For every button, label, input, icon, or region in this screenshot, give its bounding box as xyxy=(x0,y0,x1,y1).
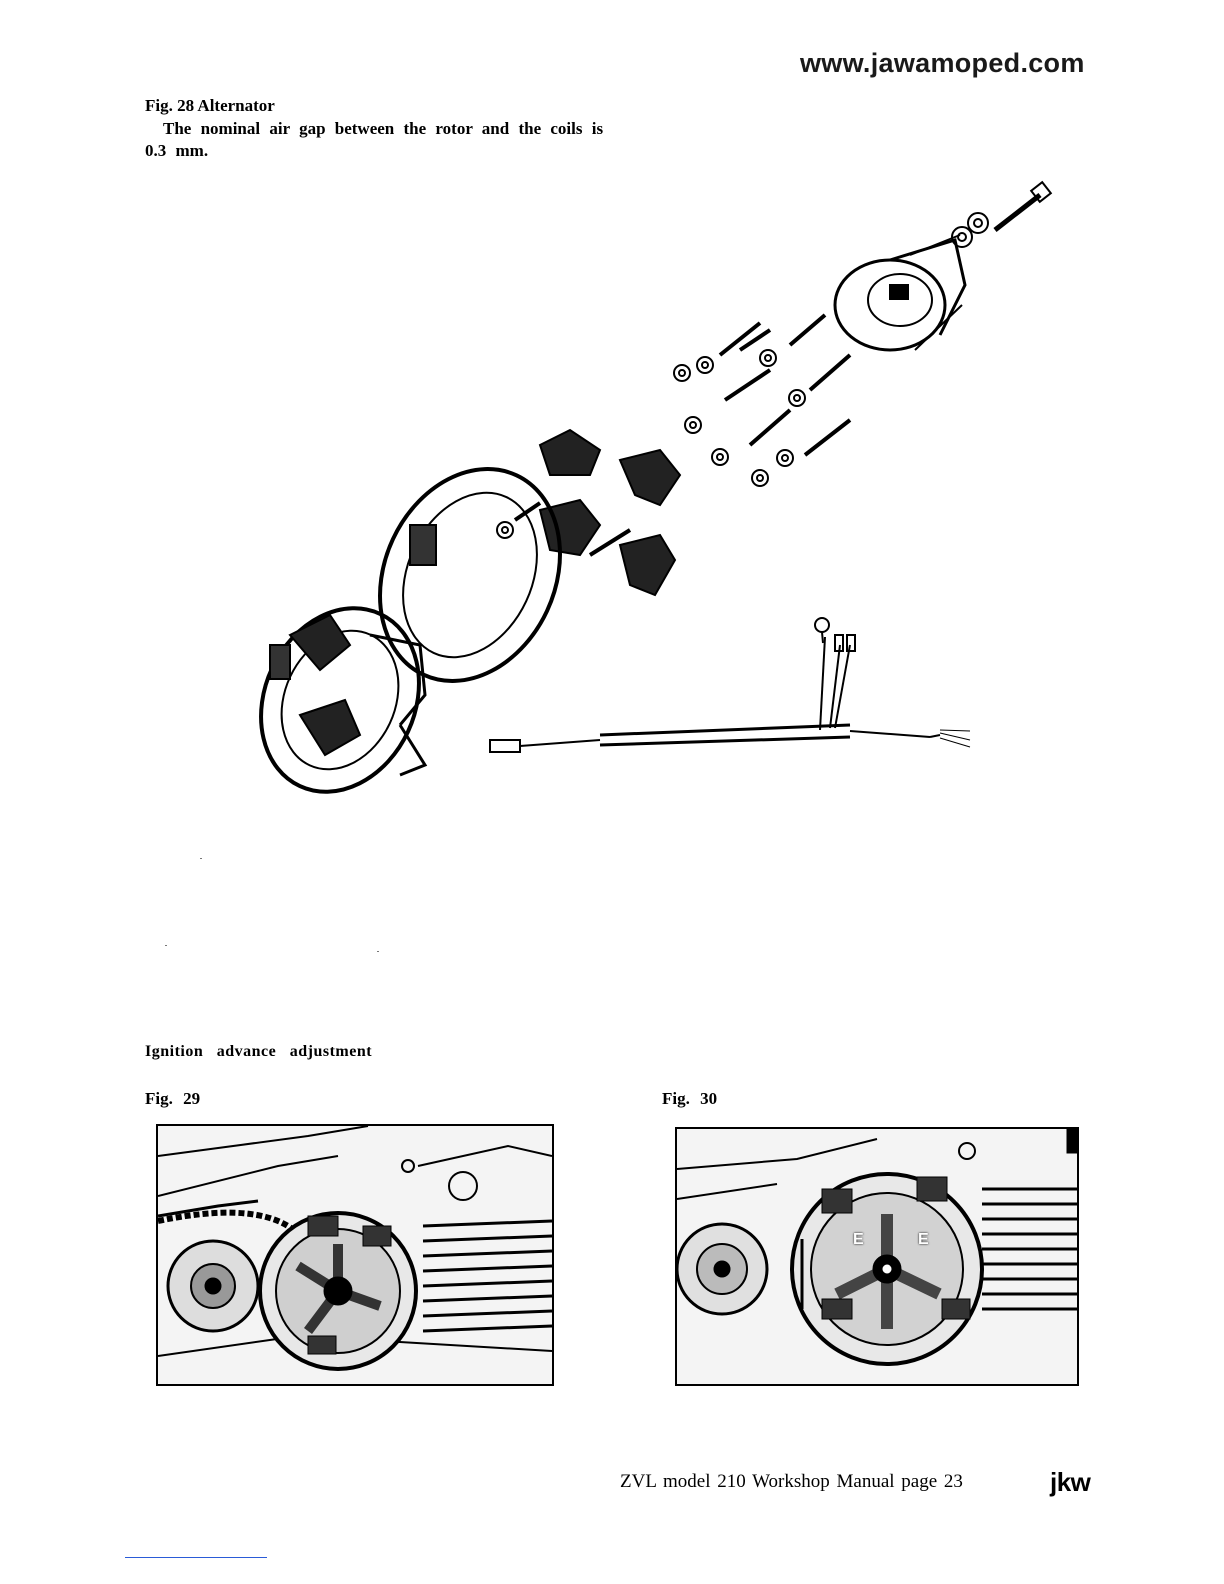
scan-speck xyxy=(377,951,379,952)
website-url: www.jawamoped.com xyxy=(800,48,1085,79)
jkw-logo: jkw xyxy=(1050,1467,1090,1498)
scan-speck xyxy=(200,858,202,859)
alternator-exploded-illustration xyxy=(250,175,1060,805)
figure-30-photo: E E xyxy=(675,1127,1079,1386)
mark-e-right: E xyxy=(918,1231,929,1249)
figure-29-label: Fig. 29 xyxy=(145,1089,200,1109)
figure-30-label: Fig. 30 xyxy=(662,1089,717,1109)
figure-29-photo xyxy=(156,1124,554,1386)
page-footer: ZVL model 210 Workshop Manual page 23 xyxy=(620,1471,963,1493)
figure-28-caption: The nominal air gap between the rotor an… xyxy=(145,118,625,162)
scan-speck xyxy=(165,945,167,946)
mark-e-left: E xyxy=(853,1231,864,1249)
section-heading: Ignition advance adjustment xyxy=(145,1043,372,1061)
figure-28-title: Fig. 28 Alternator xyxy=(145,96,275,116)
bottom-rule xyxy=(125,1557,267,1558)
